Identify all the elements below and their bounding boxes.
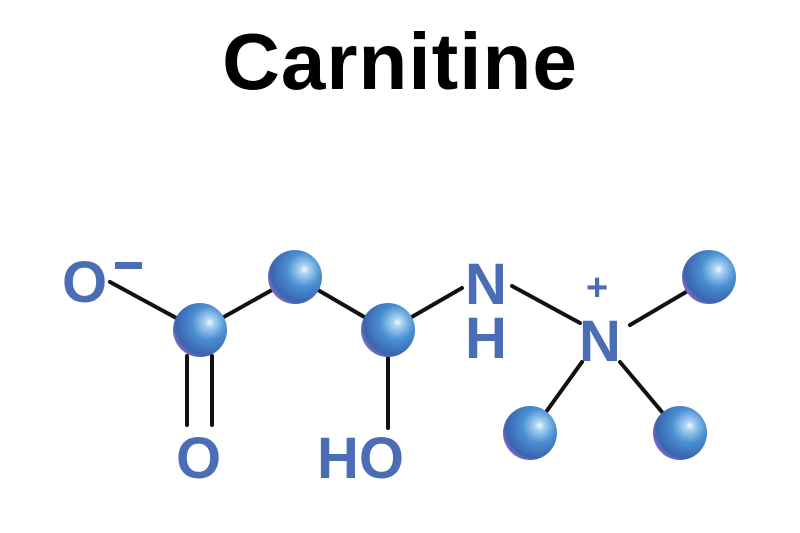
bond-nplus-methyl3 bbox=[618, 360, 664, 414]
atom-hydroxyl: HO bbox=[317, 426, 404, 491]
bond-nplus-methyl1 bbox=[628, 290, 688, 327]
methyl-sphere-3 bbox=[653, 406, 707, 460]
atom-amine-n: N bbox=[465, 252, 507, 317]
atom-ammonium-n: N bbox=[579, 309, 621, 374]
carbon-sphere-ch2 bbox=[268, 250, 322, 304]
atom-amine-h: H bbox=[465, 306, 507, 371]
negative-charge-sign bbox=[115, 262, 142, 269]
bond-nh-nplus bbox=[510, 284, 582, 325]
methyl-sphere-1 bbox=[682, 250, 736, 304]
atom-o-minus: O bbox=[62, 250, 107, 315]
carbon-spheres bbox=[173, 250, 736, 460]
carbon-sphere-carboxyl bbox=[173, 303, 227, 357]
bond-nplus-methyl2 bbox=[544, 360, 584, 414]
bond-c1-c2 bbox=[220, 288, 274, 320]
bond-c3-nh bbox=[408, 286, 464, 320]
bond-ominus-c1 bbox=[108, 280, 182, 322]
carbon-sphere-choh bbox=[361, 303, 415, 357]
bonds bbox=[108, 280, 688, 430]
bond-c2-c3 bbox=[316, 288, 368, 320]
methyl-sphere-2 bbox=[503, 406, 557, 460]
positive-charge-sign: + bbox=[586, 267, 608, 309]
atom-labels: O O HO N H N + bbox=[62, 250, 621, 491]
molecule-title: Carnitine bbox=[222, 17, 578, 106]
atom-o-double: O bbox=[176, 426, 221, 491]
